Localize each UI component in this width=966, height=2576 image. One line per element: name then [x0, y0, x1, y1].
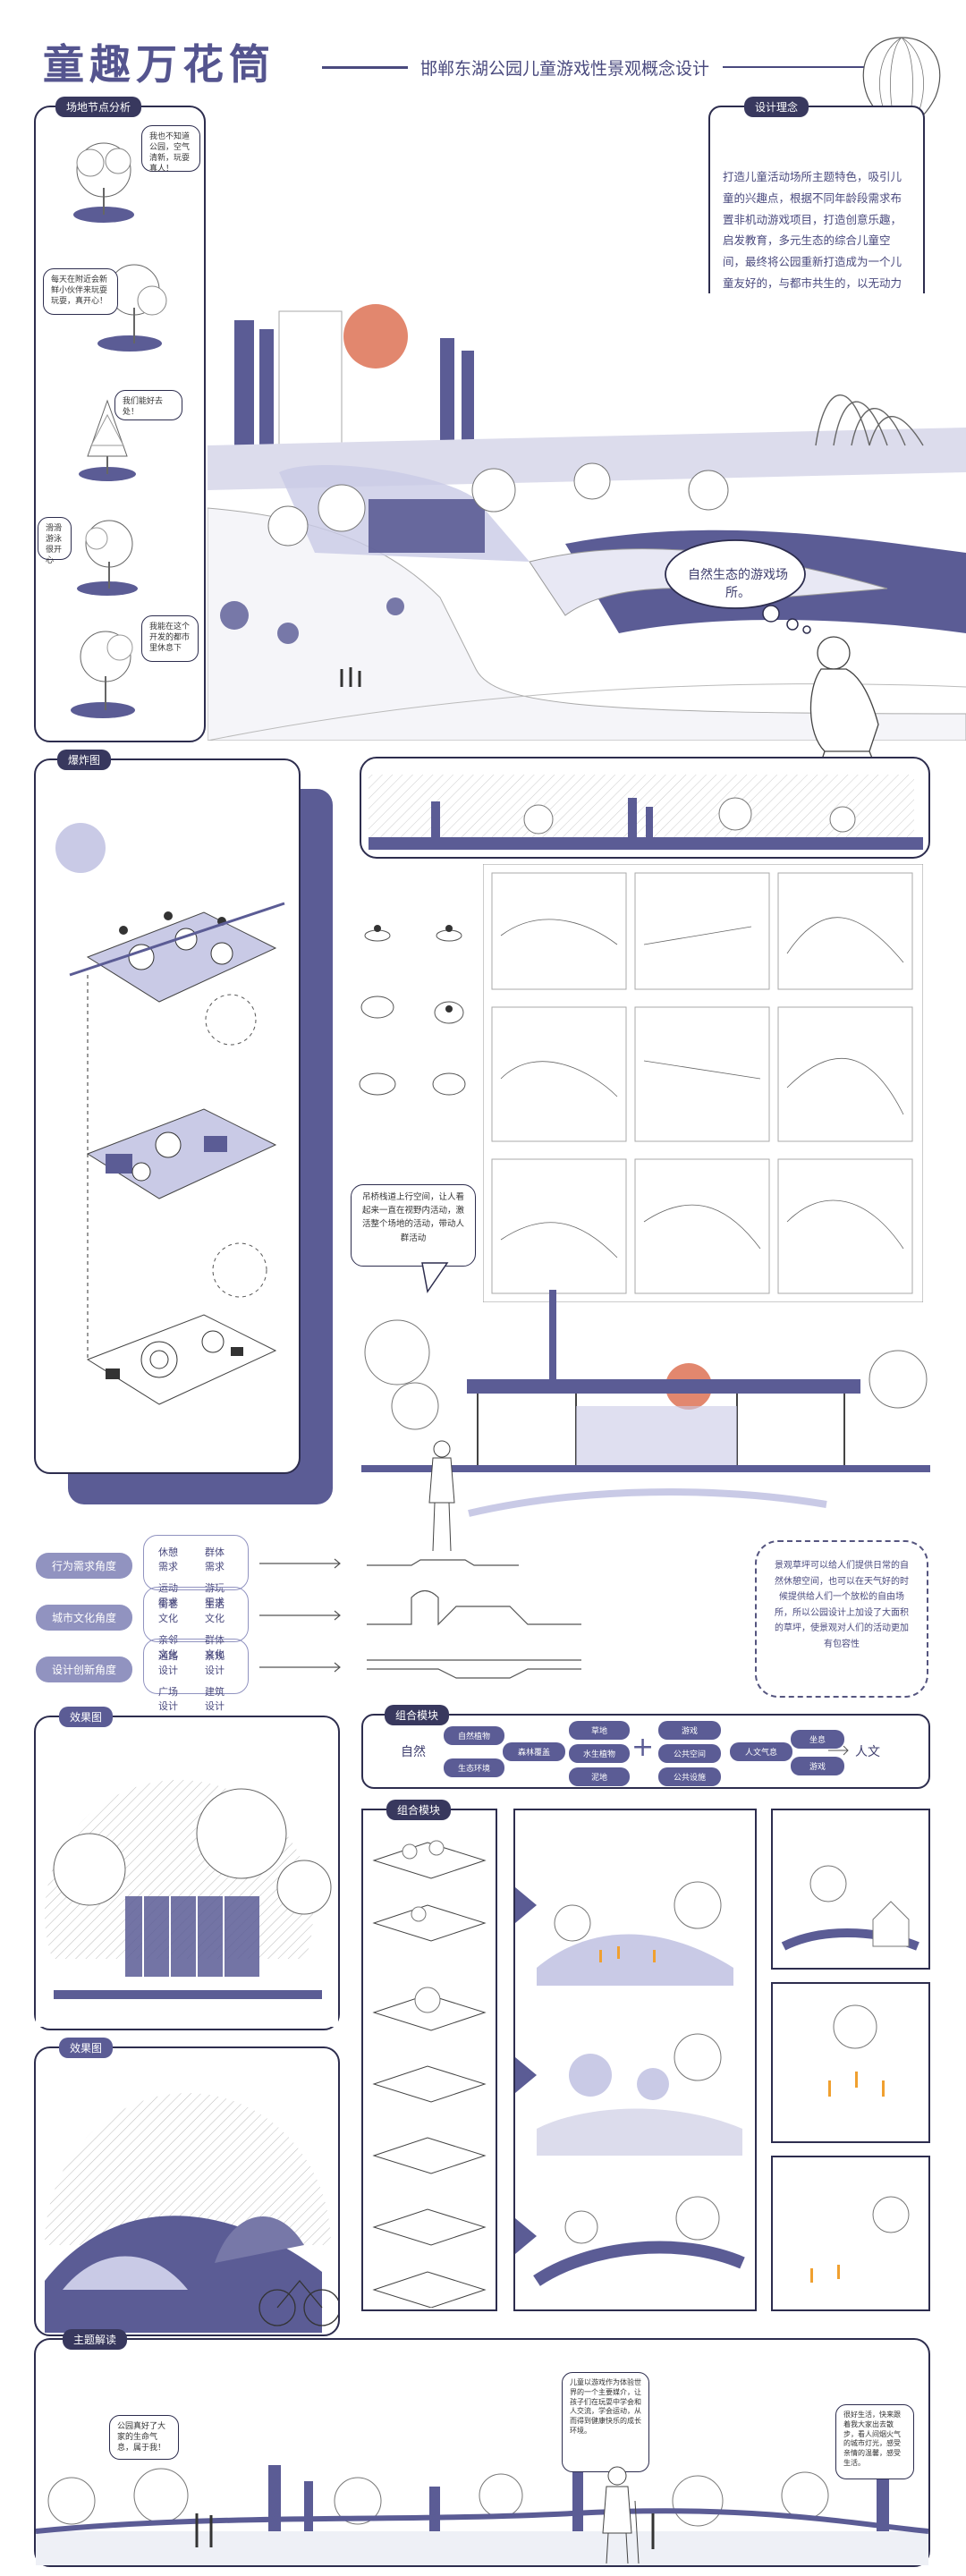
- theme-speech-bubble-right: 很好生活，快来跟着我大家出去散步，看人间烟火气的城市灯光，感受亲情的温馨，感受生…: [835, 2404, 914, 2479]
- combo-end-label: 人文: [855, 1745, 880, 1759]
- combo-chip: 公共设施: [658, 1767, 721, 1786]
- analysis-item: 群体需求: [205, 1546, 225, 1572]
- page-title: 童趣万花筒: [43, 40, 275, 89]
- concept-tag: 设计理念: [744, 97, 809, 117]
- analysis-arrows-and-sections: [259, 1558, 581, 1679]
- node-tree-illustration: [97, 264, 167, 352]
- analysis-item: 生活文化: [205, 1598, 225, 1624]
- combo-plus-sign: +: [631, 1732, 655, 1763]
- analysis-note-box: 景观草坪可以给人们提供日常的自然休憩空间，也可以在天气好的时候提供给人们一个放松…: [755, 1540, 928, 1698]
- combo-detail-renders: [781, 1865, 919, 2283]
- node-tree-illustration: [71, 631, 135, 718]
- combo-chip: 泥地: [569, 1767, 630, 1786]
- analysis-items-culture: 街巷文化 生活文化 亲邻文化 群体文化: [143, 1587, 249, 1660]
- standing-person-illustration: [428, 1440, 455, 1552]
- title-divider-right: [723, 66, 875, 68]
- theme-speech-bubble-left: 公园真好了大家的生命气息，属于我！: [109, 2415, 179, 2460]
- analysis-item: 群体文化: [205, 1634, 225, 1660]
- node-speech-bubble: 我也不知道公园，空气清新，玩耍真人！: [141, 125, 200, 174]
- theme-panel: [34, 2338, 930, 2567]
- analysis-item: 景观设计: [205, 1650, 225, 1676]
- node-speech-bubble: 滑滑游泳很开心: [38, 517, 72, 565]
- title-divider: [322, 66, 408, 69]
- theme-tag: 主题解读: [63, 2329, 128, 2350]
- analysis-items-design: 通路设计 景观设计 广场设计 建筑设计: [143, 1639, 249, 1712]
- site-nodes-tag: 场地节点分析: [55, 97, 142, 117]
- combo-renders: [533, 1881, 745, 2286]
- combo-flow-tag: 组合模块: [385, 1705, 450, 1725]
- analysis-label-culture: 城市文化角度: [36, 1605, 133, 1631]
- analysis-item: 建筑设计: [205, 1686, 225, 1712]
- analysis-item: 运动需求: [158, 1582, 178, 1608]
- analysis-label-design: 设计创新角度: [36, 1657, 133, 1682]
- pavilion-illustration: [361, 1290, 930, 1517]
- arrow-right-icon: [828, 1745, 849, 1756]
- effect-tag-1: 效果图: [59, 1707, 114, 1727]
- node-tree-illustration: [73, 142, 134, 223]
- combo-grid-tag: 组合模块: [386, 1800, 452, 1820]
- bubble-tail: [421, 1262, 449, 1293]
- thought-text: 自然生态的游戏场所。: [688, 568, 788, 600]
- explode-speech-bubble: 吊桥栈道上行空间，让人看起来一直在视野内活动，激活整个场地的活动，带动人群活动: [351, 1184, 476, 1267]
- combo-chip: 游戏: [658, 1721, 721, 1740]
- combo-chip: 公共空间: [658, 1744, 721, 1763]
- analysis-items-behavior: 休憩需求 群体需求 运动需求 游玩需求: [143, 1535, 249, 1608]
- node-speech-bubble: 我们能好去处！: [114, 390, 182, 420]
- combo-layers-panel: [361, 1809, 497, 2311]
- site-section-strip: [360, 757, 930, 859]
- thought-cloud: [665, 539, 811, 634]
- analysis-item: 街巷文化: [158, 1598, 178, 1624]
- sketches-grid: [483, 864, 923, 1302]
- combo-layers-illustration: [372, 1840, 487, 2308]
- effect-tag-2: 效果图: [59, 2038, 114, 2058]
- combo-chip: 坐息: [791, 1730, 844, 1749]
- elder-figure-illustration: [602, 2466, 640, 2564]
- combo-start-label: 自然: [401, 1745, 426, 1759]
- theme-skyline-illustration: [36, 2465, 928, 2565]
- combo-chip: 游戏: [791, 1757, 844, 1775]
- node-speech-bubble: 我能在这个开发的都市里休息下: [141, 615, 199, 662]
- analysis-item: 通路设计: [158, 1650, 178, 1676]
- explode-tag: 爆炸图: [57, 750, 112, 770]
- analysis-item: 休憩需求: [158, 1546, 178, 1572]
- node-speech-bubble: 每天在附近会新鲜小伙伴来玩耍玩耍，真开心！: [43, 268, 118, 315]
- combo-chip: 草地: [569, 1721, 630, 1740]
- combo-detail-3: [771, 2156, 930, 2311]
- analysis-item: 亲邻文化: [158, 1634, 178, 1660]
- analysis-item: 游玩需求: [205, 1582, 225, 1608]
- combo-chip: 水生植物: [569, 1744, 630, 1763]
- theme-speech-bubble-center: 儿童以游戏作为体验世界的一个主要媒介，让孩子们在玩耍中学会和人交流，学会运动，从…: [562, 2372, 649, 2472]
- effect-render-2: [45, 2093, 338, 2333]
- node-pine-illustration: [79, 399, 136, 481]
- analysis-item: 广场设计: [158, 1686, 178, 1712]
- analysis-label-behavior: 行为需求角度: [36, 1553, 133, 1579]
- explode-axonometric-illustration: [55, 823, 285, 1405]
- combo-chip: 生态环境: [444, 1758, 504, 1777]
- activity-icons: [359, 925, 466, 1096]
- page-subtitle: 邯郸东湖公园儿童游戏性景观概念设计: [420, 59, 710, 79]
- combo-chip: 自然植物: [444, 1726, 504, 1745]
- node-tree-illustration: [77, 520, 138, 596]
- effect-render-1: [36, 1780, 338, 2027]
- combo-chip: 人文气息: [730, 1742, 792, 1761]
- combo-arrows: [515, 1887, 537, 2254]
- combo-chip: 森林覆盖: [503, 1742, 565, 1761]
